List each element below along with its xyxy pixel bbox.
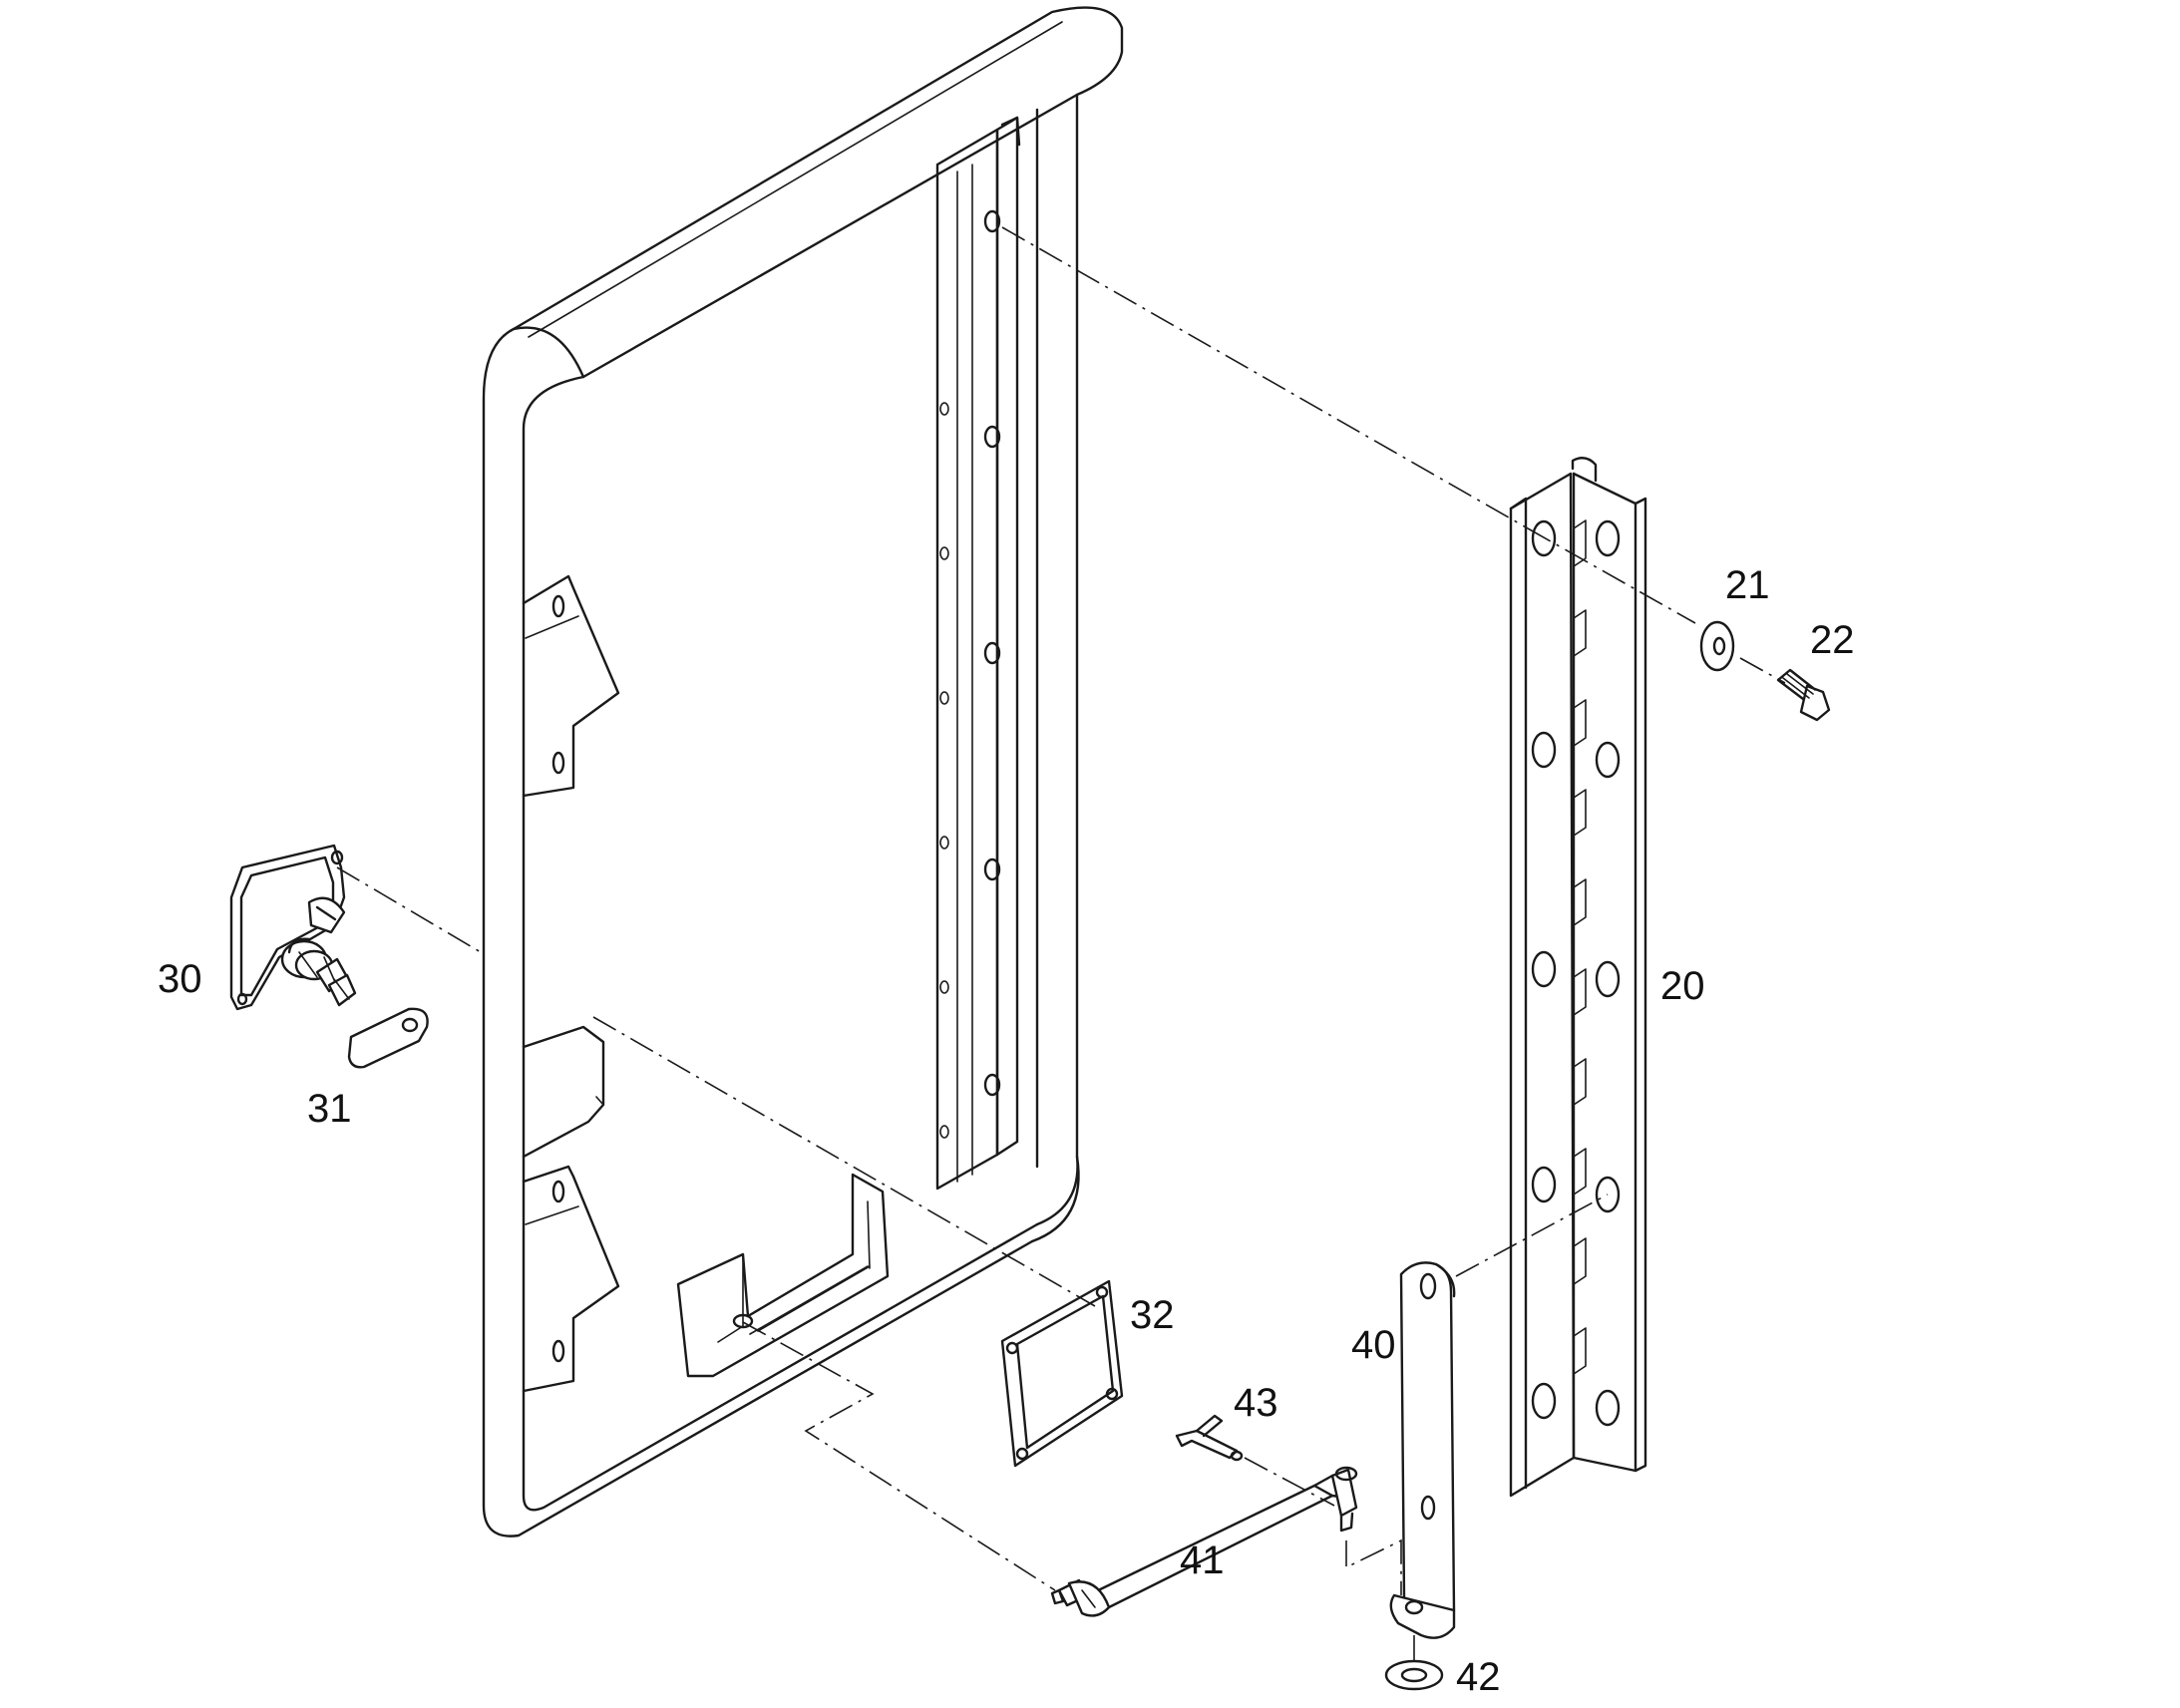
label-21: 21 [1725, 563, 1770, 607]
lower-bracket [522, 1165, 620, 1393]
clip-43 [1175, 1414, 1244, 1462]
part-labels: 20 21 22 30 31 32 40 41 42 43 [158, 563, 1855, 1699]
label-40: 40 [1351, 1323, 1396, 1367]
hinge-knuckles [1573, 519, 1587, 1375]
door-frame [482, 6, 1124, 1537]
gasket-32 [1000, 1279, 1124, 1468]
piano-hinge [1509, 457, 1647, 1498]
label-30: 30 [158, 957, 202, 1001]
channel-holes [939, 209, 1001, 1139]
washer-42 [1384, 1659, 1444, 1691]
label-42: 42 [1456, 1655, 1501, 1699]
label-22: 22 [1810, 618, 1855, 662]
hinge-holes [1531, 519, 1621, 1427]
label-43: 43 [1234, 1381, 1278, 1425]
middle-bracket [522, 1025, 605, 1159]
upper-bracket [522, 574, 620, 798]
door-hinge-channel [995, 116, 1019, 1157]
bracket-40 [1389, 1261, 1456, 1639]
door-top-rail [512, 6, 1124, 379]
label-31: 31 [307, 1087, 352, 1131]
washer-21 [1699, 620, 1735, 672]
label-32: 32 [1130, 1293, 1175, 1337]
lock-30 [229, 844, 357, 1011]
label-20: 20 [1660, 964, 1705, 1008]
rod-41 [1050, 1466, 1358, 1617]
bolt-22 [1776, 668, 1831, 722]
label-41: 41 [1180, 1538, 1225, 1582]
key-31 [347, 1007, 429, 1069]
assembly-lines [336, 226, 1786, 1660]
latch-pocket [676, 1173, 890, 1378]
door-left-side [482, 327, 1034, 1537]
